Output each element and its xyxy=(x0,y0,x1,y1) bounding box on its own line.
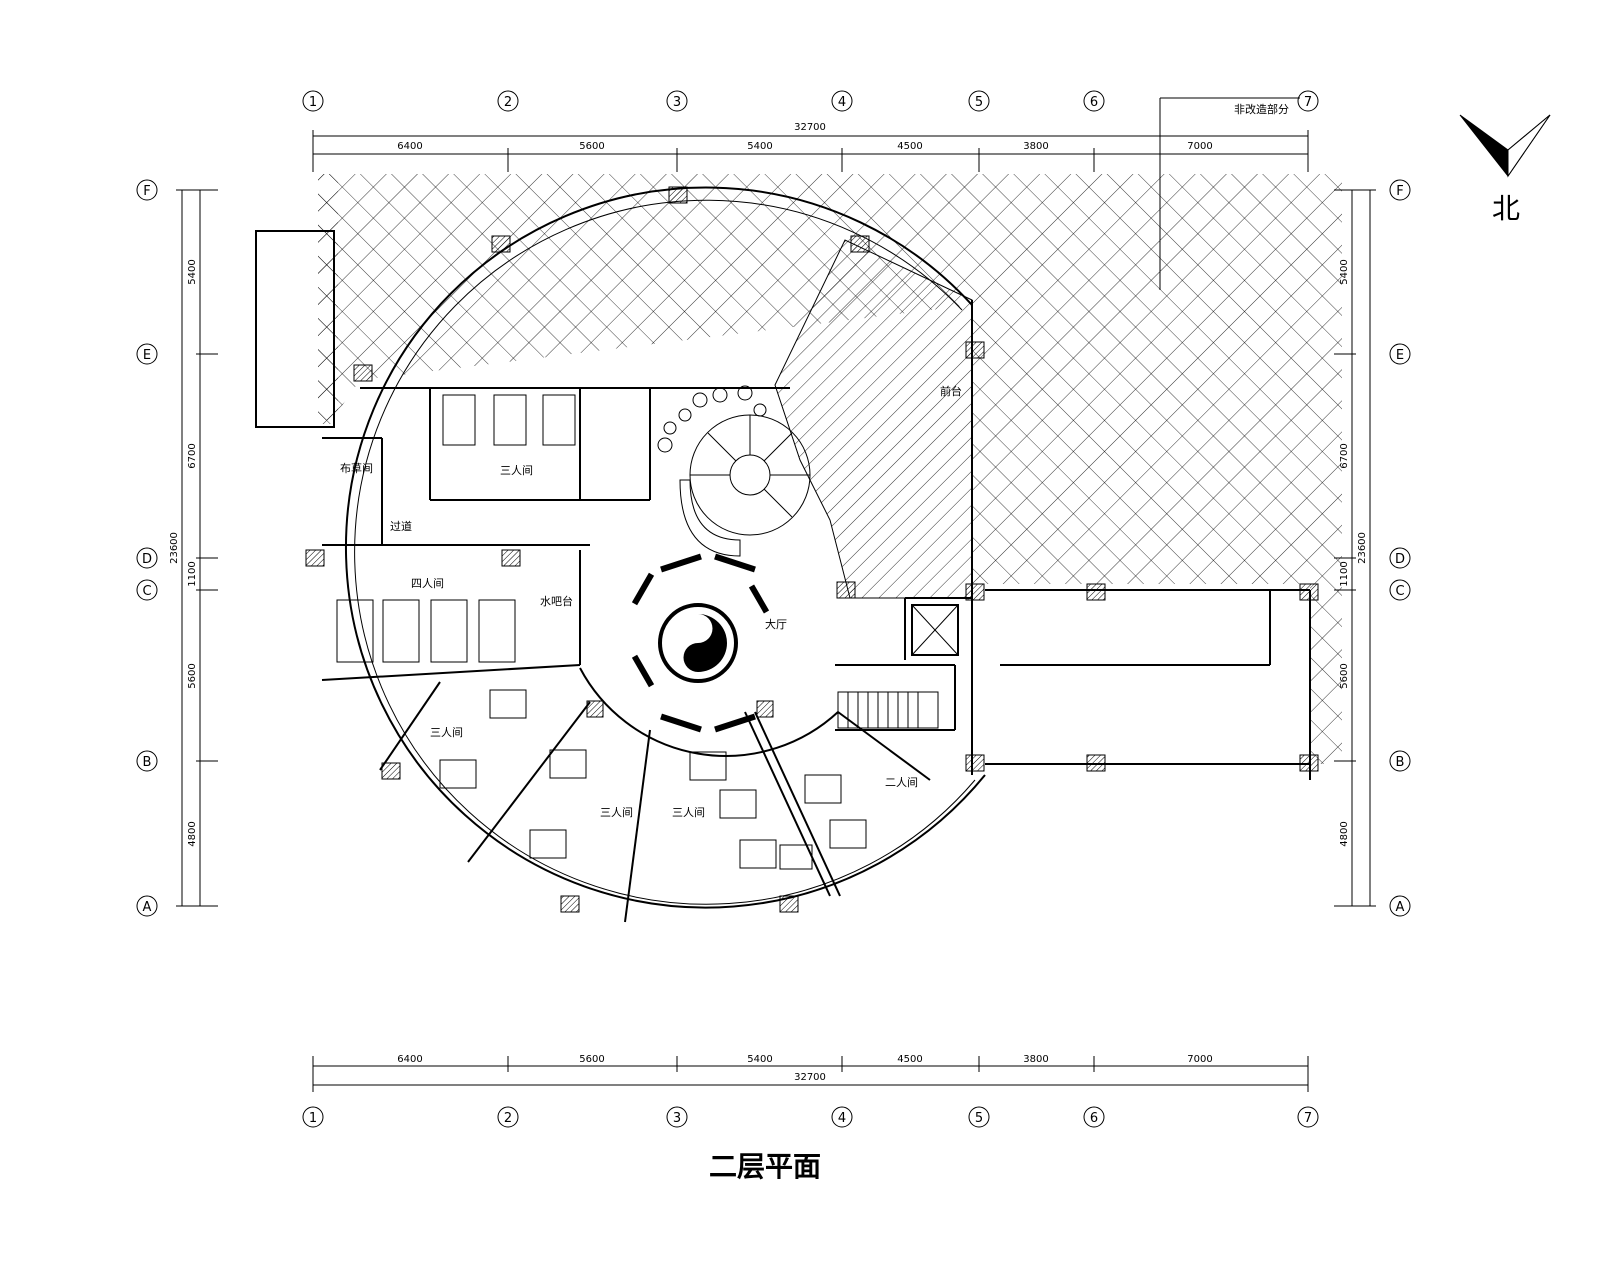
grid-label: 7 xyxy=(1304,95,1312,110)
room-label-two-person: 二人间 xyxy=(885,776,918,789)
room-label-hall: 大厅 xyxy=(765,617,787,631)
room-label-three-person: 三人间 xyxy=(500,464,533,477)
grid-label: 3 xyxy=(673,95,681,110)
furniture-beds xyxy=(336,394,867,870)
dimension-span: 4800 xyxy=(1339,821,1350,846)
room-label-linen: 布草间 xyxy=(340,462,373,475)
decorative-plants xyxy=(657,385,767,453)
non-renovated-strip xyxy=(1310,584,1342,764)
grid-label: F xyxy=(143,184,150,199)
grid-label: 2 xyxy=(504,1111,512,1126)
drawing-title: 二层平面 xyxy=(709,1150,821,1183)
grid-label: F xyxy=(1396,184,1403,199)
grid-label: E xyxy=(1396,348,1404,363)
grid-label: 1 xyxy=(309,1111,317,1126)
grid-label: 6 xyxy=(1090,95,1098,110)
dimension-span: 4500 xyxy=(897,141,922,152)
grid-bubbles-top: 1 2 3 4 5 6 7 xyxy=(302,90,1319,112)
elevator-shaft xyxy=(911,604,959,656)
dimension-span: 5600 xyxy=(579,141,604,152)
right-dimension-texts: 5400 6700 1100 5600 4800 23600 xyxy=(1339,259,1368,846)
dimension-span: 5400 xyxy=(1339,259,1350,284)
grid-label: 5 xyxy=(975,95,983,110)
dimension-span: 6700 xyxy=(1339,443,1350,468)
yin-yang-emblem xyxy=(631,553,770,733)
dimension-span: 5600 xyxy=(1339,663,1350,688)
non-renovated-area xyxy=(972,174,1342,584)
roof-terrace-hatch xyxy=(318,174,972,420)
interior-walls xyxy=(321,300,1311,780)
dimension-total: 23600 xyxy=(1357,532,1368,564)
grid-label: A xyxy=(1396,900,1405,915)
dimension-span: 4800 xyxy=(187,821,198,846)
dimension-span: 4500 xyxy=(897,1054,922,1065)
dimension-span: 1100 xyxy=(187,561,198,586)
grid-label: B xyxy=(143,755,152,770)
grid-label: 2 xyxy=(504,95,512,110)
room-label-three-person: 三人间 xyxy=(672,806,705,819)
grid-label: B xyxy=(1396,755,1405,770)
grid-label: D xyxy=(142,552,152,567)
room-label-water-bar: 水吧台 xyxy=(540,594,573,608)
hall-inner-arc xyxy=(579,667,839,757)
dimension-span: 1100 xyxy=(1339,561,1350,586)
left-dimension-lines xyxy=(176,189,218,907)
grid-bubbles-left: F E D C B A xyxy=(136,179,158,917)
dimension-span: 3800 xyxy=(1023,141,1048,152)
room-labels: 三人间 布草间 过道 四人间 水吧台 大厅 前台 三人间 三人间 三人间 二人间 xyxy=(340,384,962,819)
grid-bubbles-bottom: 1 2 3 4 5 6 7 xyxy=(302,1106,1319,1128)
room-label-front-desk: 前台 xyxy=(940,384,962,398)
dimension-total: 32700 xyxy=(794,122,826,133)
dimension-span: 6700 xyxy=(187,443,198,468)
dimension-span: 3800 xyxy=(1023,1054,1048,1065)
non-renovated-label: 非改造部分 xyxy=(1234,102,1289,116)
room-label-four-person: 四人间 xyxy=(411,577,444,590)
outer-circular-wall-inner xyxy=(354,199,976,905)
grid-label: 4 xyxy=(838,1111,846,1126)
dimension-span: 5600 xyxy=(187,663,198,688)
room-label-corridor: 过道 xyxy=(390,519,412,533)
dimension-span: 5400 xyxy=(747,141,772,152)
grid-label: 6 xyxy=(1090,1111,1098,1126)
dimension-span: 5600 xyxy=(579,1054,604,1065)
left-dimension-texts: 5400 6700 1100 5600 4800 23600 xyxy=(169,259,198,846)
dimension-span: 7000 xyxy=(1187,1054,1212,1065)
grid-label: 5 xyxy=(975,1111,983,1126)
grid-label: D xyxy=(1395,552,1405,567)
grid-bubbles-right: F E D C B A xyxy=(1389,179,1411,917)
bottom-dimension-texts: 6400 5600 5400 4500 3800 7000 32700 xyxy=(397,1054,1212,1083)
grid-label: A xyxy=(143,900,152,915)
outer-circular-wall xyxy=(344,186,986,909)
grid-label: E xyxy=(143,348,151,363)
structural-columns xyxy=(305,186,1319,913)
dimension-span: 6400 xyxy=(397,1054,422,1065)
non-renovated-leader: 非改造部分 xyxy=(1159,97,1300,290)
bottom-dimension-lines xyxy=(312,1056,1309,1092)
north-label: 北 xyxy=(1492,192,1520,225)
dimension-span: 6400 xyxy=(397,141,422,152)
right-dimension-lines xyxy=(1334,189,1376,907)
north-arrow-icon: 北 xyxy=(1459,114,1551,225)
dimension-span: 5400 xyxy=(747,1054,772,1065)
room-label-three-person: 三人间 xyxy=(430,726,463,739)
top-dimension-texts: 32700 6400 5600 5400 4500 3800 7000 xyxy=(397,122,1212,152)
top-dimension-lines xyxy=(312,130,1309,172)
dimension-total: 23600 xyxy=(169,532,180,564)
radial-walls xyxy=(379,681,931,923)
room-label-three-person: 三人间 xyxy=(600,806,633,819)
dimension-span: 5400 xyxy=(187,259,198,284)
spiral-staircase xyxy=(679,414,811,557)
grid-label: 4 xyxy=(838,95,846,110)
grid-label: 1 xyxy=(309,95,317,110)
left-balcony xyxy=(255,230,335,428)
grid-label: 7 xyxy=(1304,1111,1312,1126)
grid-label: C xyxy=(1395,584,1404,599)
grid-label: 3 xyxy=(673,1111,681,1126)
dimension-span: 7000 xyxy=(1187,141,1212,152)
grid-label: C xyxy=(142,584,151,599)
dimension-total: 32700 xyxy=(794,1072,826,1083)
straight-stair xyxy=(837,691,939,729)
